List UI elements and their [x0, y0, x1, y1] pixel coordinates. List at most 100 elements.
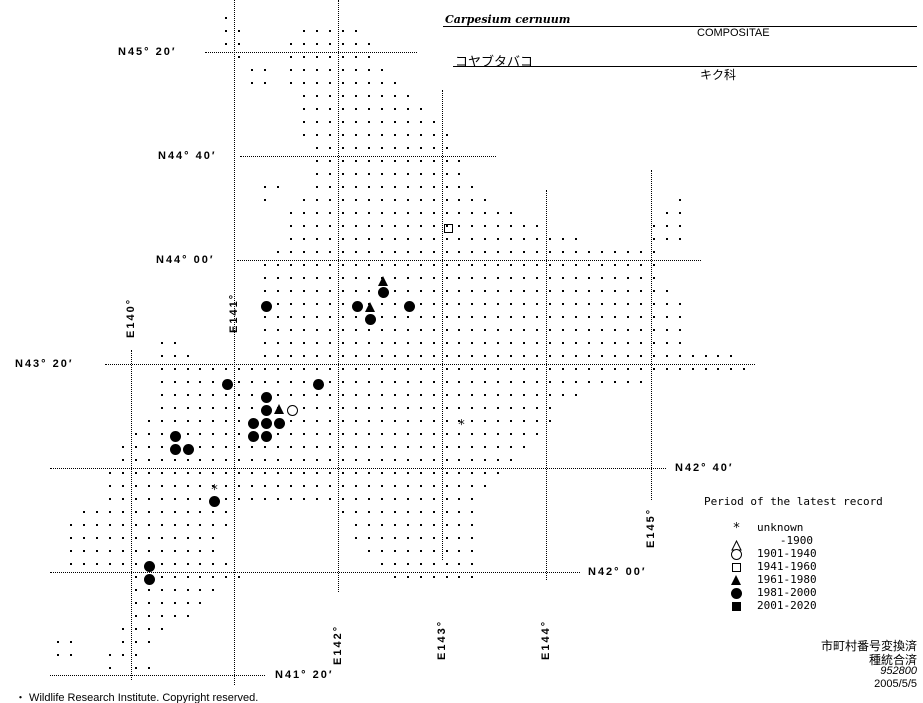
grid-dot: [523, 264, 526, 266]
grid-dot: [328, 173, 331, 175]
grid-dot: [393, 264, 396, 266]
grid-dot: [173, 602, 176, 604]
grid-dot: [458, 446, 461, 448]
grid-dot: [432, 576, 435, 578]
grid-dot: [419, 381, 422, 383]
grid-dot: [186, 433, 189, 435]
grid-dot: [445, 212, 448, 214]
lat-line-43-20: [105, 364, 755, 365]
grid-dot: [341, 290, 344, 292]
grid-dot: [406, 251, 409, 253]
grid-dot: [523, 303, 526, 305]
grid-dot: [523, 420, 526, 422]
grid-dot: [367, 199, 370, 201]
lat-label: N43° 20′: [15, 358, 74, 370]
grid-dot: [626, 264, 629, 266]
grid-dot: [354, 485, 357, 487]
grid-dot: [484, 342, 487, 344]
grid-dot: [458, 355, 461, 357]
name-rule: [453, 66, 917, 67]
grid-dot: [432, 329, 435, 331]
grid-dot: [290, 264, 293, 266]
grid-dot: [328, 329, 331, 331]
grid-dot: [471, 576, 474, 578]
grid-dot: [367, 277, 370, 279]
grid-dot: [316, 225, 318, 227]
grid-dot: [341, 108, 344, 110]
grid-dot: [316, 69, 318, 71]
grid-dot: [303, 498, 306, 500]
grid-dot: [419, 134, 422, 136]
grid-dot: [367, 121, 370, 123]
grid-dot: [406, 368, 409, 370]
grid-dot: [497, 420, 500, 422]
grid-dot: [549, 368, 552, 370]
grid-dot: [510, 329, 513, 331]
date: 2005/5/5: [874, 678, 917, 690]
grid-dot: [639, 329, 642, 331]
grid-dot: [354, 433, 357, 435]
grid-dot: [160, 446, 163, 448]
grid-dot: [290, 368, 293, 370]
grid-dot: [393, 472, 396, 474]
grid-dot: [626, 251, 629, 253]
grid-dot: [82, 550, 85, 552]
grid-dot: [341, 407, 344, 409]
grid-dot: [238, 459, 241, 461]
grid-dot: [380, 420, 383, 422]
grid-dot: [626, 355, 629, 357]
grid-dot: [419, 121, 422, 123]
grid-dot: [160, 368, 163, 370]
grid-dot: [264, 69, 267, 71]
grid-dot: [458, 511, 461, 513]
grid-dot: [445, 524, 448, 526]
grid-dot: [290, 446, 293, 448]
grid-dot: [316, 238, 318, 240]
grid-dot: [484, 264, 487, 266]
grid-dot: [587, 329, 590, 331]
grid-dot: [354, 173, 357, 175]
grid-dot: [510, 420, 513, 422]
grid-dot: [445, 407, 448, 409]
grid-dot: [562, 329, 565, 331]
grid-dot: [393, 511, 396, 513]
grid-dot: [471, 446, 474, 448]
grid-dot: [199, 511, 202, 513]
grid-dot: [600, 316, 603, 318]
grid-dot: [432, 420, 435, 422]
grid-dot: [665, 316, 668, 318]
grid-dot: [238, 446, 241, 448]
grid-dot: [419, 498, 422, 500]
grid-dot: [341, 394, 344, 396]
grid-dot: [639, 316, 642, 318]
grid-dot: [367, 368, 370, 370]
grid-dot: [665, 329, 668, 331]
grid-dot: [354, 459, 357, 461]
grid-dot: [354, 537, 357, 539]
grid-dot: [536, 290, 539, 292]
record-marker: [222, 379, 233, 390]
grid-dot: [354, 511, 357, 513]
grid-dot: [484, 355, 487, 357]
grid-dot: [497, 342, 500, 344]
grid-dot: [458, 537, 461, 539]
grid-dot: [445, 355, 448, 357]
grid-dot: [406, 563, 409, 565]
grid-dot: [186, 381, 189, 383]
grid-dot: [290, 329, 293, 331]
grid-dot: [303, 134, 306, 136]
lat-line-42-00: [50, 572, 580, 573]
grid-dot: [367, 69, 370, 71]
grid-dot: [199, 589, 202, 591]
grid-dot: [251, 82, 254, 84]
grid-dot: [303, 381, 306, 383]
grid-dot: [277, 186, 280, 188]
grid-dot: [173, 511, 176, 513]
grid-dot: [277, 342, 280, 344]
grid-dot: [290, 290, 293, 292]
grid-dot: [432, 199, 435, 201]
grid-dot: [147, 459, 150, 461]
grid-dot: [484, 459, 487, 461]
grid-dot: [562, 394, 565, 396]
grid-dot: [316, 186, 318, 188]
